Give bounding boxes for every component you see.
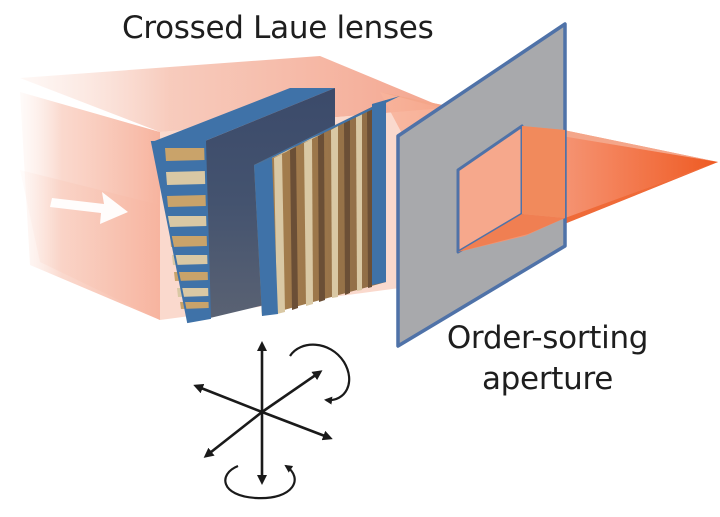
aperture-label-line-2: aperture [481, 361, 614, 397]
laue-lens-vertical [254, 96, 400, 316]
six-direction-axes-icon [193, 341, 333, 485]
aperture-plate [396, 22, 567, 348]
diagram-title: Crossed Laue lenses [122, 10, 434, 46]
right-arrow-icon [50, 192, 128, 224]
aperture-label: Order-sorting aperture [420, 318, 675, 400]
lens-stripes-horizontal [165, 148, 209, 309]
lens-stripes-vertical [274, 109, 372, 314]
curved-rotation-arrow-icon [224, 343, 351, 500]
aperture-label-line-1: Order-sorting [446, 320, 649, 356]
lens-top-stripes [268, 111, 368, 160]
